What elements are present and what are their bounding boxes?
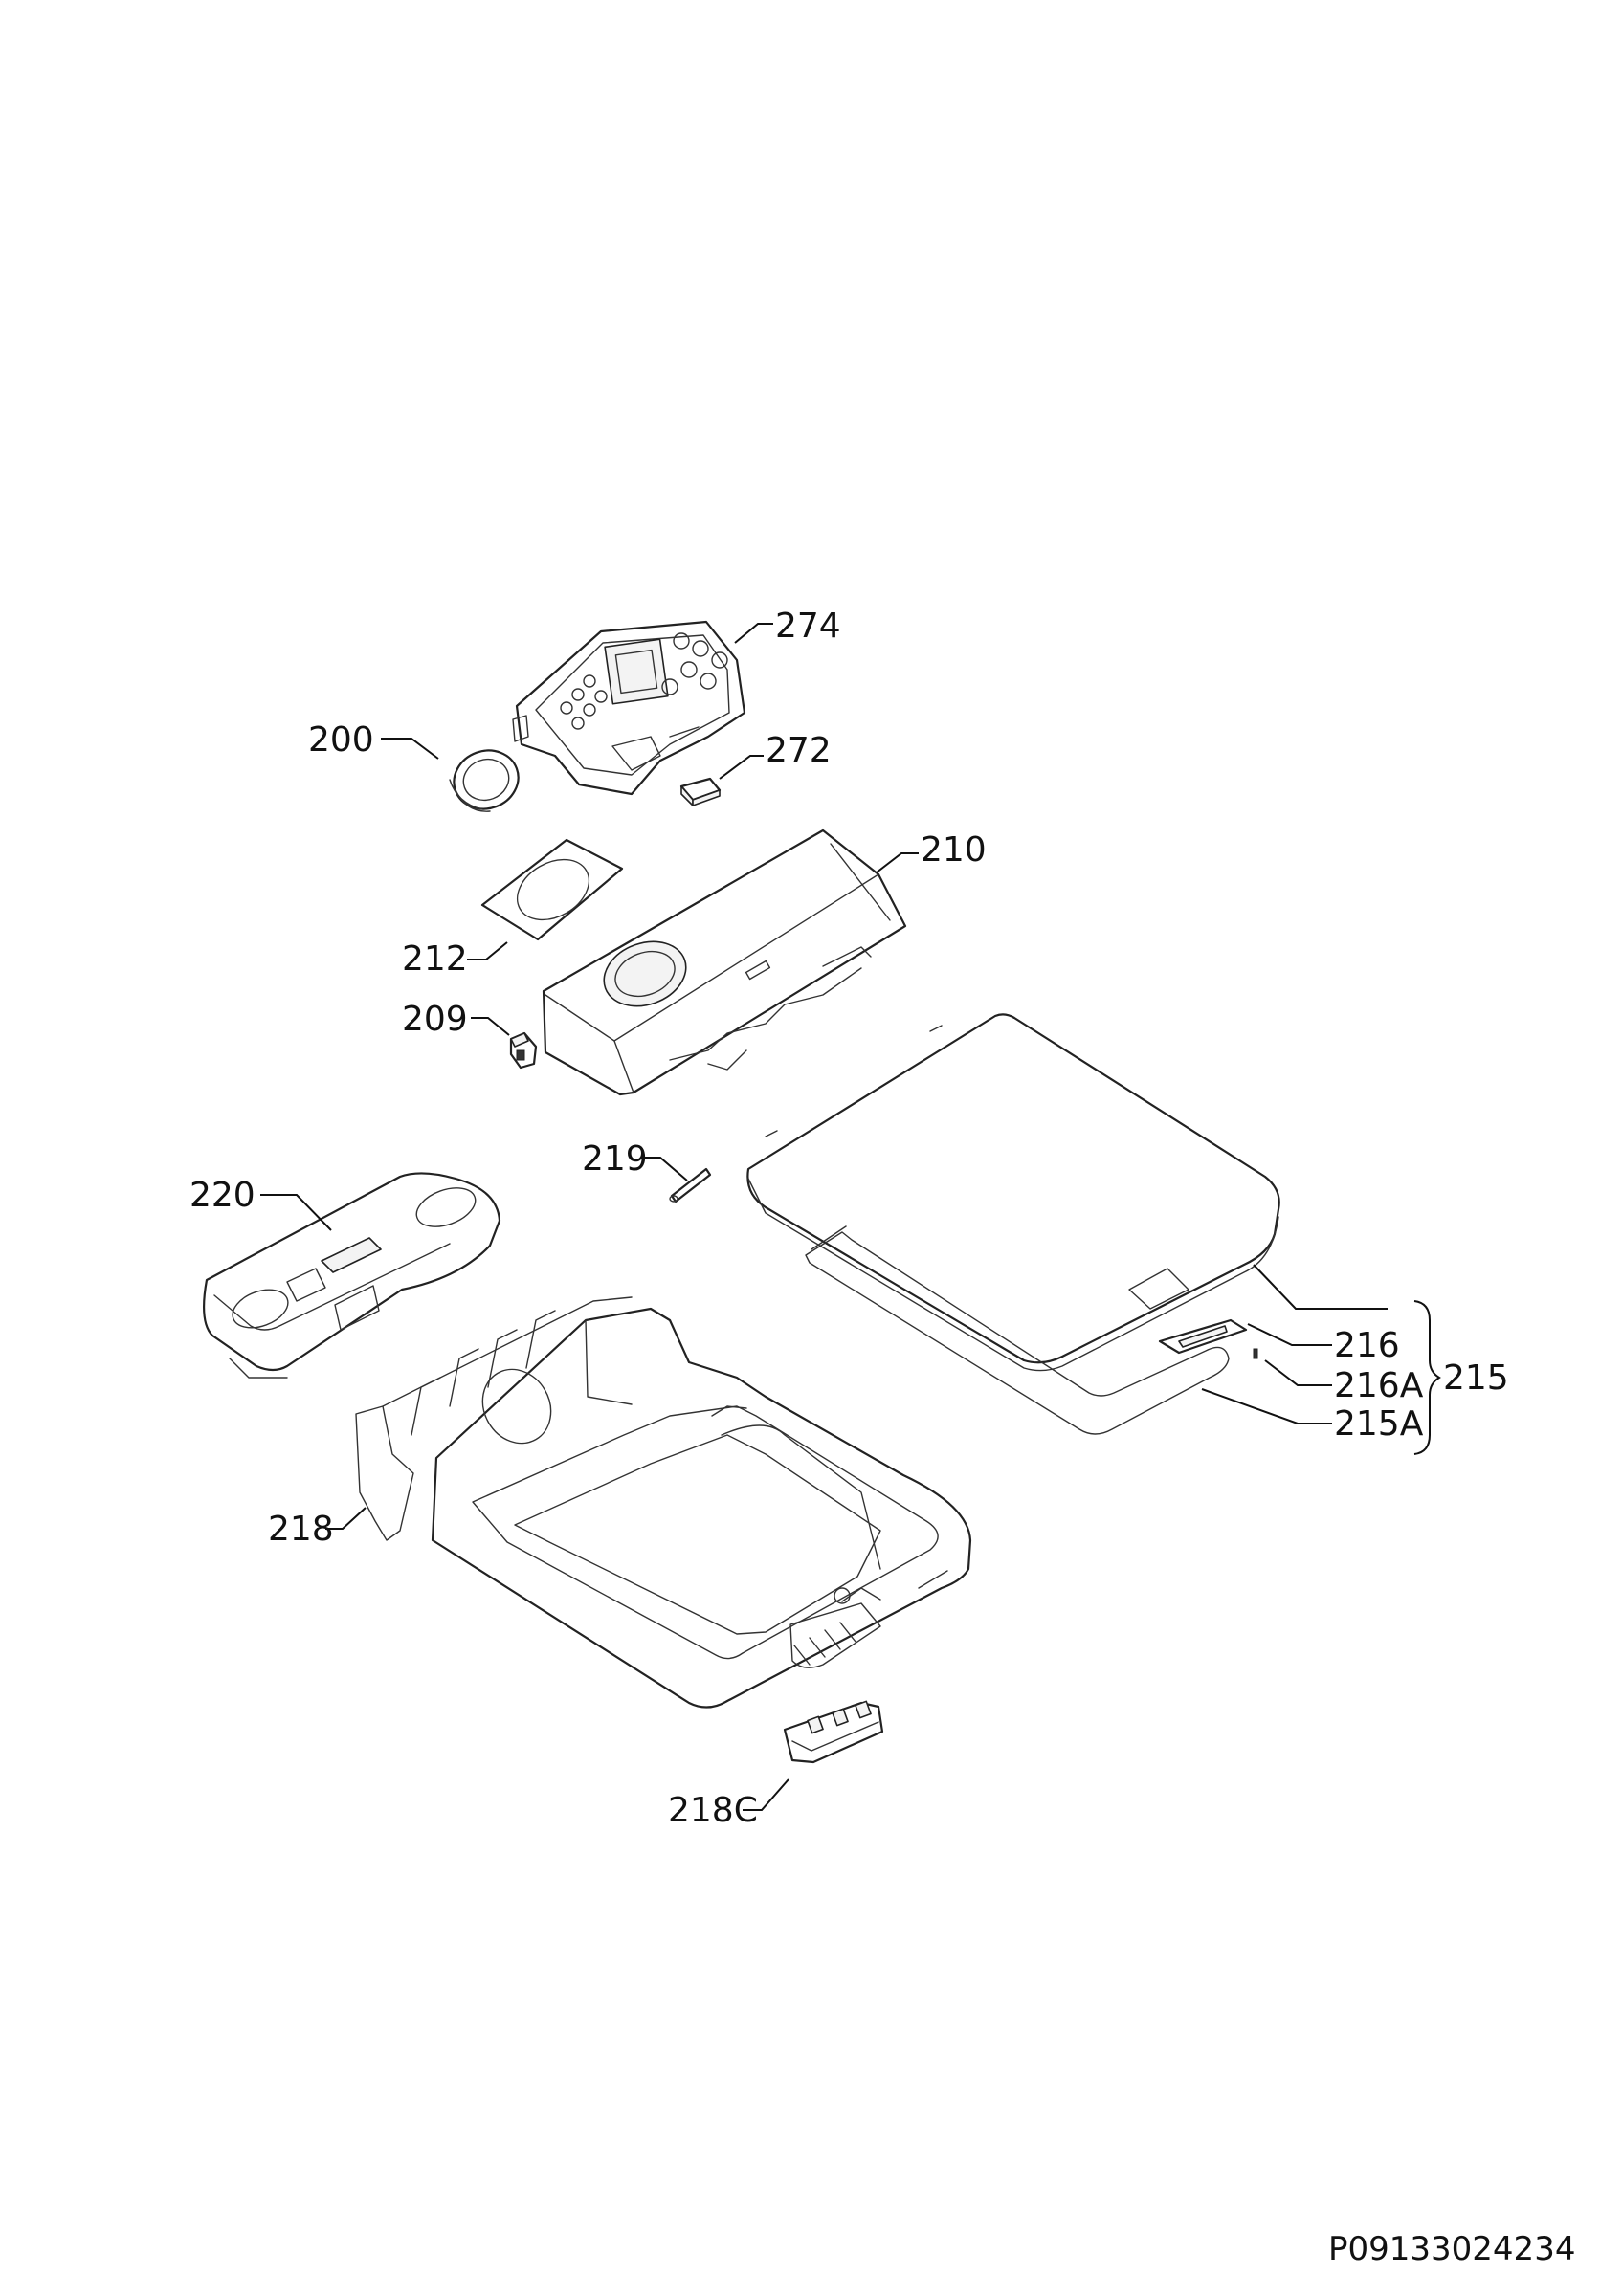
part-216-handle-insert bbox=[1158, 1318, 1248, 1355]
label-216: 216 bbox=[1334, 1326, 1400, 1365]
bracket-215 bbox=[1413, 1300, 1441, 1455]
leader-216a bbox=[1264, 1359, 1332, 1386]
part-218-top-frame bbox=[355, 1296, 972, 1709]
leader-218 bbox=[325, 1507, 367, 1530]
leader-200 bbox=[381, 738, 439, 760]
label-272: 272 bbox=[766, 731, 832, 770]
leader-209 bbox=[471, 1017, 510, 1036]
leader-274 bbox=[734, 623, 773, 644]
label-218c: 218C bbox=[668, 1791, 758, 1830]
label-215: 215 bbox=[1443, 1358, 1509, 1398]
part-215-lid bbox=[746, 1013, 1280, 1372]
part-200-knob-ring bbox=[449, 749, 520, 812]
leader-216-b bbox=[1247, 1323, 1332, 1346]
drawing-code: P09133024234 bbox=[1328, 2230, 1575, 2268]
part-212-decor-foil bbox=[480, 838, 624, 941]
part-210-control-panel bbox=[542, 828, 907, 1096]
label-215a: 215A bbox=[1334, 1404, 1424, 1444]
label-219: 219 bbox=[582, 1139, 648, 1179]
leader-218c bbox=[743, 1778, 789, 1811]
leader-210 bbox=[876, 852, 919, 873]
leader-212 bbox=[467, 941, 508, 960]
label-209: 209 bbox=[402, 1000, 468, 1039]
part-272-connector bbox=[679, 777, 722, 806]
leader-219 bbox=[643, 1157, 688, 1181]
part-219-hinge-pin bbox=[669, 1167, 712, 1203]
label-216a: 216A bbox=[1334, 1366, 1424, 1405]
label-218: 218 bbox=[268, 1510, 334, 1549]
label-200: 200 bbox=[308, 720, 374, 760]
label-274: 274 bbox=[775, 607, 841, 646]
part-274-control-board bbox=[512, 620, 746, 796]
part-218c-clip bbox=[783, 1700, 884, 1764]
part-216a-pin bbox=[1253, 1348, 1258, 1359]
label-210: 210 bbox=[921, 830, 987, 870]
part-209-switch bbox=[509, 1031, 538, 1070]
label-220: 220 bbox=[189, 1176, 256, 1215]
leader-272 bbox=[719, 755, 764, 780]
label-212: 212 bbox=[402, 939, 468, 979]
part-215a-lid-seal bbox=[805, 1231, 1230, 1435]
part-220-detergent-drawer bbox=[202, 1172, 501, 1379]
leader-220 bbox=[260, 1194, 332, 1231]
leader-216 bbox=[1253, 1264, 1388, 1310]
leader-215a bbox=[1201, 1388, 1332, 1424]
